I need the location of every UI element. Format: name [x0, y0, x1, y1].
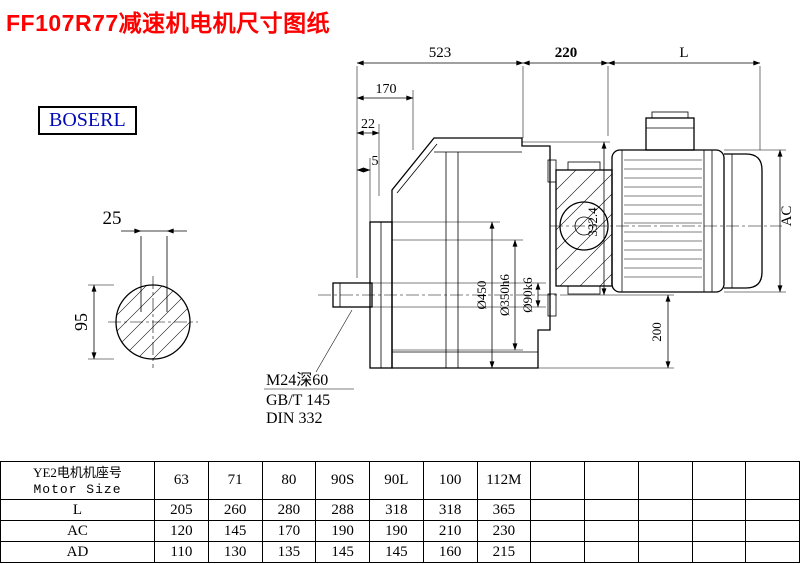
page-title: FF107R77减速机电机尺寸图纸: [6, 10, 331, 36]
cell: [530, 499, 585, 521]
motor-assembly: [550, 111, 782, 295]
note-tap: M24深60: [266, 371, 328, 389]
technical-drawing: 523 220 L 170 22 5: [71, 45, 795, 427]
dim-spigot: Ø350h6: [497, 274, 512, 316]
col-header-112m: 112M: [476, 461, 532, 500]
shaft-end-view: 25 95: [71, 208, 198, 368]
dim-170: 170: [376, 82, 397, 97]
table-row-AC: AC 120 145 170 190 190 210 230: [0, 520, 800, 542]
cell: 260: [207, 499, 263, 521]
cell: 288: [315, 499, 370, 521]
dim-5: 5: [372, 154, 379, 169]
row-label-AD: AD: [0, 541, 155, 563]
brand-logo: BOSERL: [38, 106, 137, 135]
col-header-100: 100: [422, 461, 478, 500]
cell: 365: [476, 499, 532, 521]
cell: 318: [422, 499, 478, 521]
col-header-80: 80: [261, 461, 317, 500]
cell: [745, 541, 800, 563]
cell: 145: [207, 520, 263, 542]
cell: 318: [369, 499, 424, 521]
cell: 210: [422, 520, 478, 542]
table-header-row: YE2电机机座号 Motor Size 63 71 80 90S 90L 100…: [0, 461, 800, 500]
cell: 280: [261, 499, 317, 521]
table-header-label: YE2电机机座号 Motor Size: [0, 461, 155, 500]
cell: 145: [369, 541, 424, 563]
dim-523: 523: [429, 45, 452, 61]
col-header-empty: [745, 461, 800, 500]
dim-200: 200: [649, 322, 664, 342]
cell: [530, 541, 585, 563]
cell: [584, 520, 639, 542]
dim-25: 25: [103, 208, 122, 229]
cell: 215: [476, 541, 532, 563]
cell: 110: [154, 541, 209, 563]
cell: 170: [261, 520, 317, 542]
dim-220: 220: [555, 45, 578, 61]
motor-body: [611, 149, 725, 293]
col-header-empty: [584, 461, 639, 500]
cell: 190: [315, 520, 370, 542]
col-header-empty: [637, 461, 693, 500]
dim-332: 332.4: [585, 207, 600, 237]
cell: 130: [207, 541, 263, 563]
col-header-empty: [691, 461, 747, 500]
dim-95: 95: [71, 313, 91, 331]
step-dimension-lines: 170 22 5: [356, 82, 414, 226]
col-header-71: 71: [207, 461, 263, 500]
cell: 135: [261, 541, 317, 563]
table-row-L: L 205 260 280 288 318 318 365: [0, 499, 800, 521]
dim-22: 22: [361, 117, 375, 132]
cell: [691, 499, 747, 521]
fan-cover: [724, 153, 763, 289]
cell: [637, 541, 693, 563]
row-label-AC: AC: [0, 520, 155, 542]
cell: 190: [369, 520, 424, 542]
cell: [584, 541, 639, 563]
shaft-notes: M24深60 GB/T 145 DIN 332: [264, 309, 354, 427]
cell: 145: [315, 541, 370, 563]
cell: 205: [154, 499, 209, 521]
motor-fins: [624, 159, 702, 278]
height-dimensions: 332.4 200 AC: [522, 141, 795, 369]
table-row-AD: AD 110 130 135 145 145 160 215: [0, 541, 800, 563]
cell: 120: [154, 520, 209, 542]
cell: [637, 499, 693, 521]
diameter-dimensions: Ø450 Ø350h6 Ø90k6: [372, 221, 546, 369]
terminal-box: [645, 117, 695, 151]
gearbox-housing: [318, 137, 562, 369]
row-label-L: L: [0, 499, 155, 521]
note-gbt: GB/T 145: [266, 392, 330, 409]
col-header-90l: 90L: [369, 461, 424, 500]
cell: [745, 499, 800, 521]
cell: [637, 520, 693, 542]
dim-shaft: Ø90k6: [520, 277, 535, 313]
dim-AC: AC: [779, 206, 795, 227]
cell: [530, 520, 585, 542]
col-header-empty: [530, 461, 585, 500]
motor-size-table: YE2电机机座号 Motor Size 63 71 80 90S 90L 100…: [0, 461, 800, 563]
header-label-en: Motor Size: [33, 481, 122, 497]
cell: 230: [476, 520, 532, 542]
cell: [745, 520, 800, 542]
cell: [691, 520, 747, 542]
cell: [584, 499, 639, 521]
dim-L: L: [679, 45, 688, 61]
cell: 160: [422, 541, 478, 563]
top-dimension-lines: 523 220 L: [356, 45, 761, 278]
cell: [691, 541, 747, 563]
note-din: DIN 332: [266, 410, 322, 427]
col-header-63: 63: [154, 461, 209, 500]
dim-flange-od: Ø450: [474, 281, 489, 310]
col-header-90s: 90S: [315, 461, 370, 500]
header-label-cn: YE2电机机座号: [33, 464, 122, 480]
